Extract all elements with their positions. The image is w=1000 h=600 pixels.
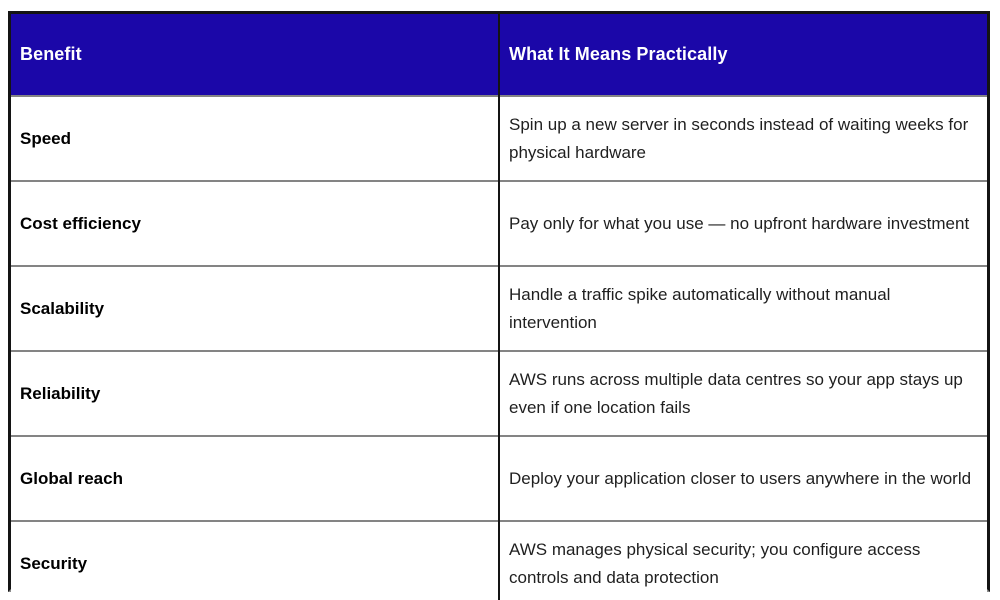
table-header-row: Benefit What It Means Practically: [11, 14, 987, 96]
table-row: Scalability Handle a traffic spike autom…: [11, 265, 987, 351]
meaning-cell: AWS manages physical security; you confi…: [498, 520, 987, 600]
benefit-cell: Security: [11, 520, 499, 600]
meaning-cell: Spin up a new server in seconds instead …: [498, 95, 987, 181]
header-cell-benefit: Benefit: [11, 14, 499, 96]
table-row: Cost efficiency Pay only for what you us…: [11, 180, 987, 266]
table-row: Reliability AWS runs across multiple dat…: [11, 350, 987, 436]
meaning-cell: AWS runs across multiple data centres so…: [498, 350, 987, 436]
benefit-cell: Reliability: [11, 350, 499, 436]
header-cell-meaning: What It Means Practically: [498, 14, 987, 96]
meaning-cell: Handle a traffic spike automatically wit…: [498, 265, 987, 351]
table-row: Security AWS manages physical security; …: [11, 520, 987, 600]
benefit-cell: Speed: [11, 95, 499, 181]
benefit-cell: Scalability: [11, 265, 499, 351]
meaning-cell: Pay only for what you use — no upfront h…: [498, 180, 987, 266]
table-row: Global reach Deploy your application clo…: [11, 435, 987, 521]
benefit-cell: Cost efficiency: [11, 180, 499, 266]
table-row: Speed Spin up a new server in seconds in…: [11, 95, 987, 181]
benefit-cell: Global reach: [11, 435, 499, 521]
benefits-table: Benefit What It Means Practically Speed …: [8, 11, 990, 600]
meaning-cell: Deploy your application closer to users …: [498, 435, 987, 521]
benefits-table-grid: Benefit What It Means Practically Speed …: [11, 14, 987, 600]
